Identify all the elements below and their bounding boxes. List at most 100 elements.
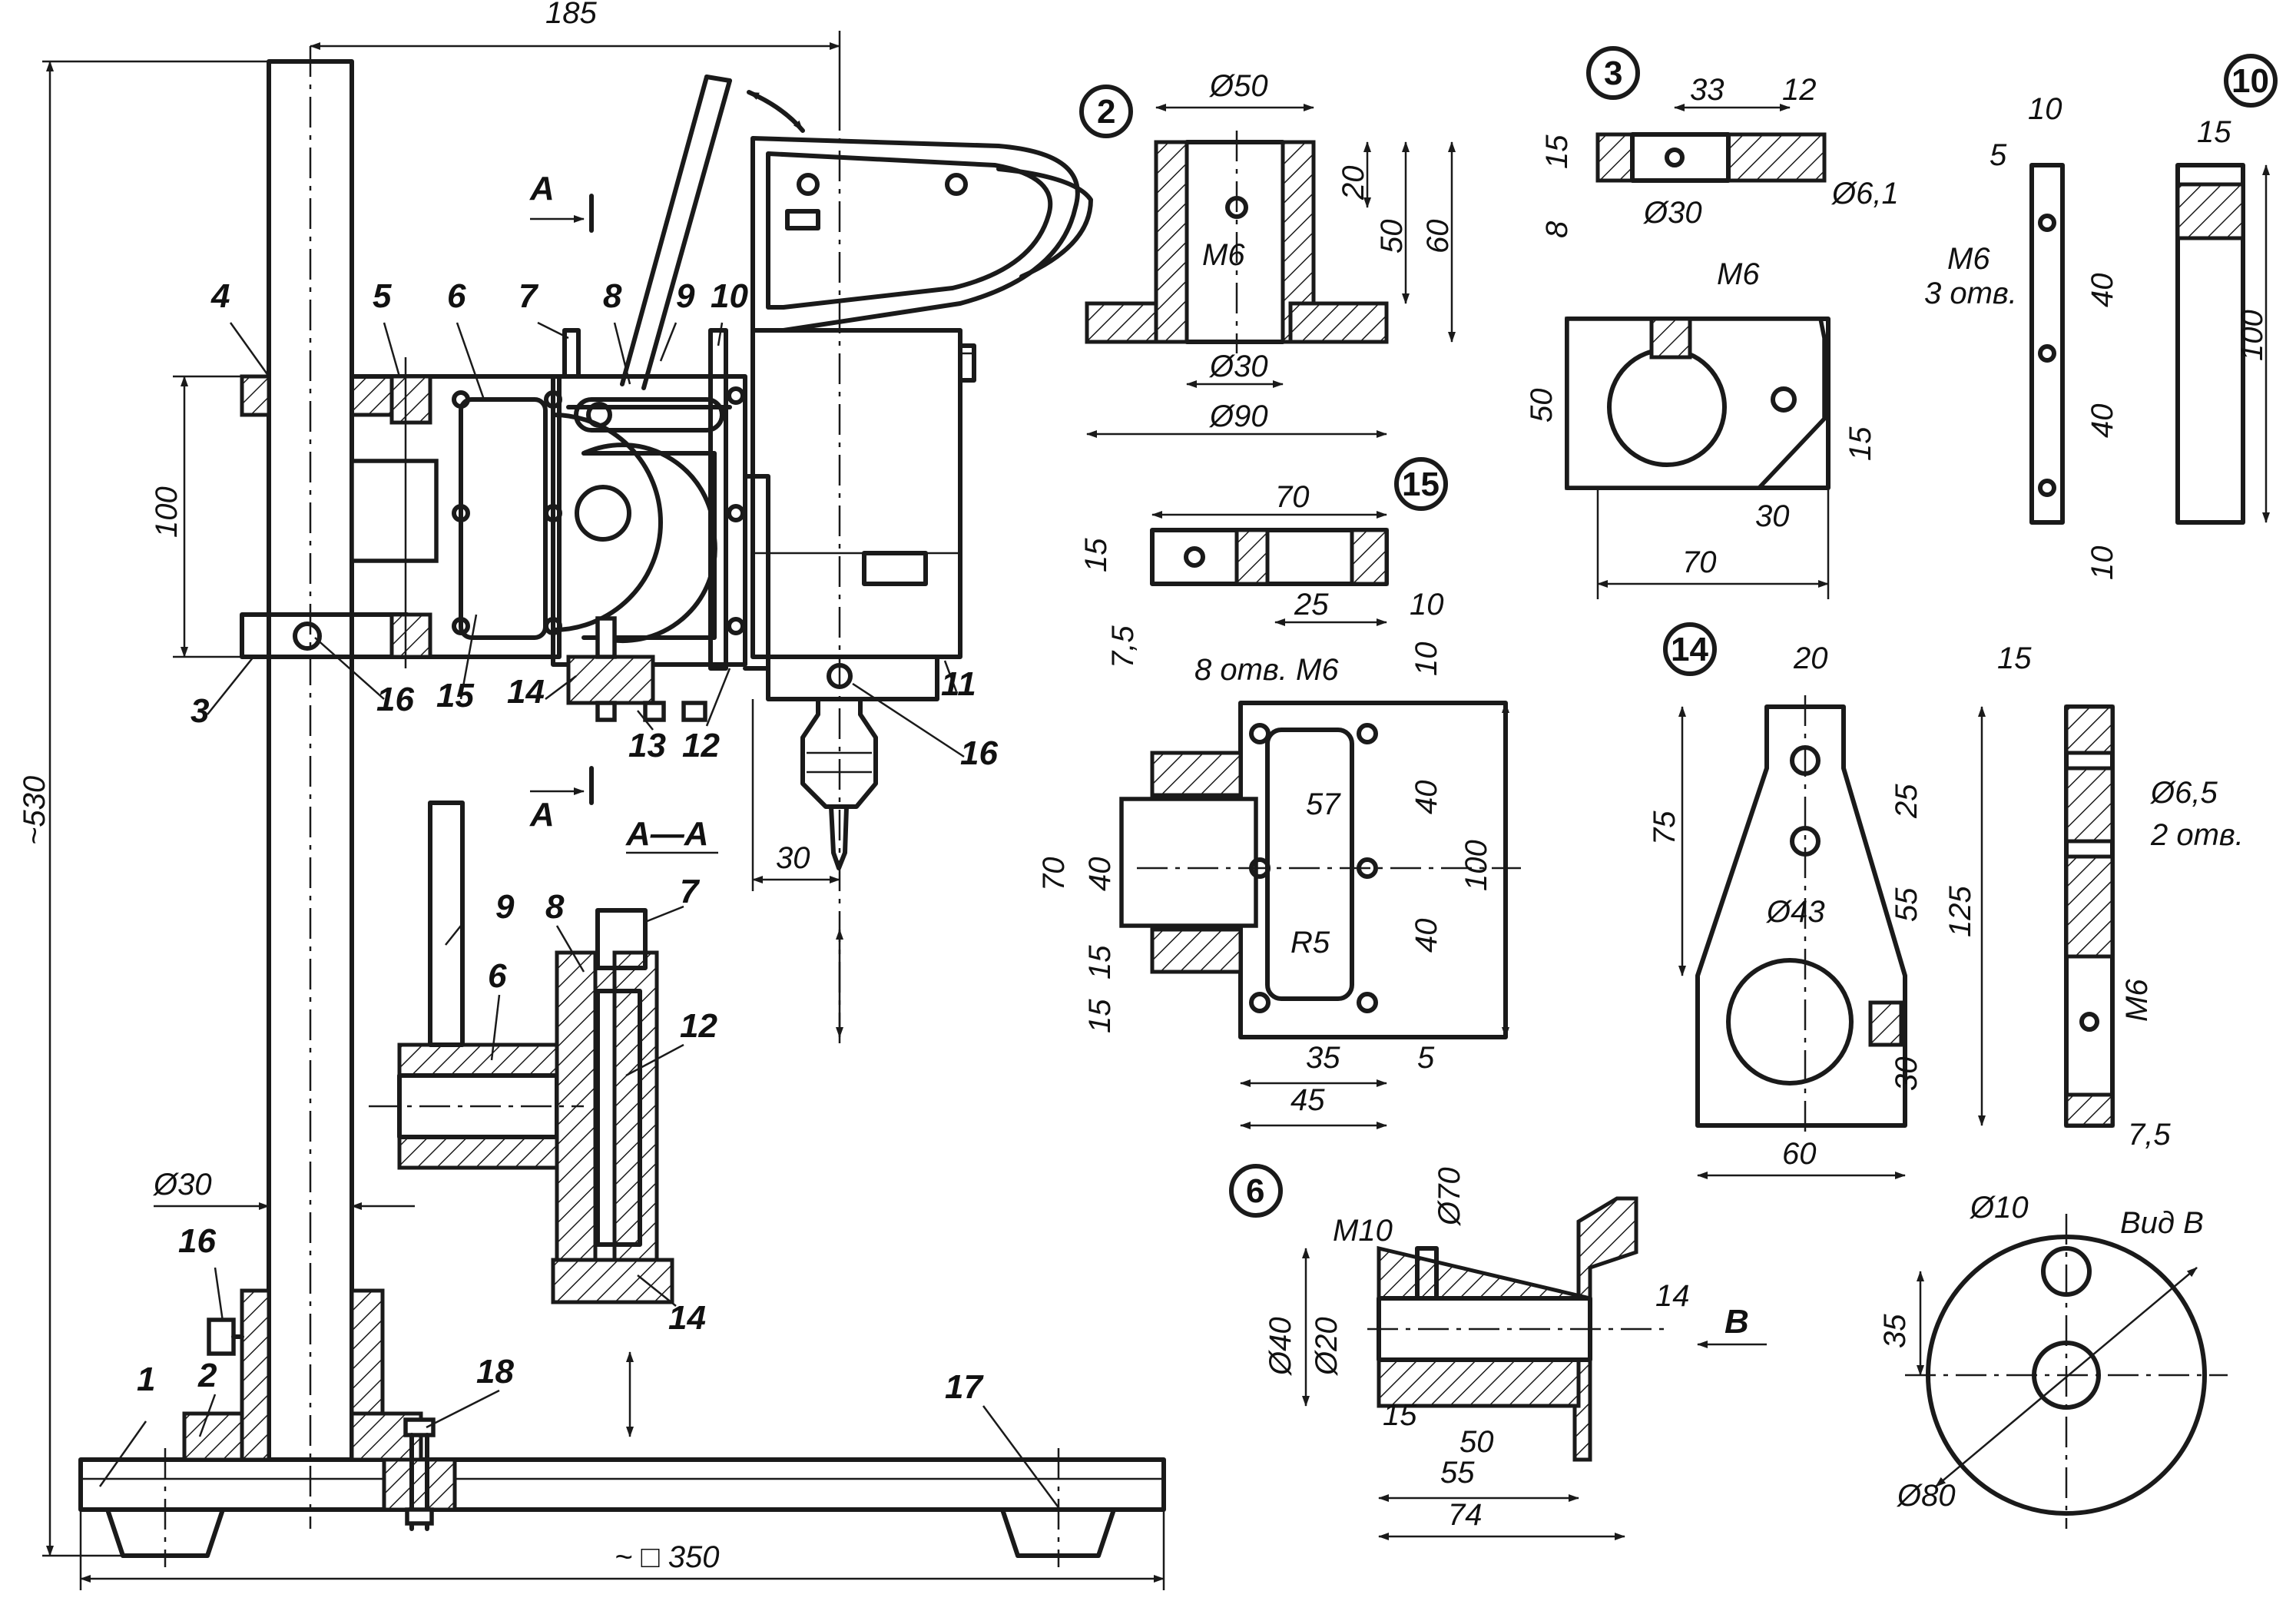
part10-d10: 10	[2028, 92, 2062, 126]
label-10: 10	[711, 277, 748, 315]
label-15: 15	[436, 677, 474, 714]
main-assembly-view: 1 2 3 4 5 6 7 8 9 10 11 12 13 14 15 16 1…	[18, 0, 1166, 1590]
label-4: 4	[210, 277, 230, 315]
part2-m6: M6	[1202, 238, 1245, 272]
label-13: 13	[628, 727, 666, 764]
part15-d25: 25	[1294, 588, 1329, 622]
part14-d20: 20	[1793, 641, 1828, 675]
part15-d5: 5	[1417, 1041, 1435, 1075]
dim-530: ~530	[18, 776, 51, 845]
part-3-view: 3 33 12 15 8 Ø30 Ø6,1 M6 50 15 30 70	[1525, 46, 1899, 599]
part3-d15b: 15	[1844, 426, 1877, 461]
part15-holes: 8 отв. M6	[1194, 653, 1339, 687]
part14-dia43: Ø43	[1765, 895, 1825, 929]
part14-d75: 75	[1648, 810, 1681, 845]
part2-dia50: Ø50	[1208, 69, 1268, 103]
part2-dia30: Ø30	[1208, 350, 1268, 383]
label-9: 9	[676, 277, 695, 315]
part-2-view: 2 Ø50 20 50 60 M6 Ø30 Ø90	[1079, 69, 1456, 438]
label-17: 17	[945, 1368, 984, 1406]
part14-d30: 30	[1890, 1057, 1923, 1092]
part-6-view: 6 M10 Ø70 14 B Ø40 Ø20 15 50 55 74	[1229, 1164, 1767, 1540]
dim-185: 185	[545, 0, 597, 30]
part15-d7_5: 7,5	[1106, 625, 1140, 668]
part2-dia90: Ø90	[1208, 399, 1268, 433]
part15-d15: 15	[1079, 538, 1113, 572]
part3-dia30: Ø30	[1642, 196, 1702, 230]
part14-d125: 125	[1943, 886, 1977, 937]
part15-d57: 57	[1306, 787, 1341, 821]
part2-d50: 50	[1375, 220, 1409, 254]
part10-d5: 5	[1990, 138, 2007, 172]
part6-dia40: Ø40	[1264, 1317, 1297, 1377]
part15-d15b: 15	[1083, 945, 1117, 979]
label-11: 11	[941, 665, 976, 703]
part6-dia20: Ø20	[1310, 1317, 1343, 1377]
part14-d7_5: 7,5	[2128, 1118, 2171, 1152]
part15-d40b: 40	[1410, 919, 1443, 953]
part6-d50: 50	[1459, 1425, 1494, 1459]
section-a-bottom: A	[529, 796, 555, 834]
part3-m6: M6	[1717, 257, 1760, 291]
part14-holes: 2 отв.	[2150, 818, 2244, 852]
view-b-dia10: Ø10	[1969, 1191, 2029, 1225]
part10-number: 10	[2231, 62, 2269, 100]
part6-d15: 15	[1383, 1398, 1417, 1432]
dim-30: 30	[776, 841, 810, 875]
part3-d33: 33	[1690, 73, 1724, 107]
label-1: 1	[137, 1361, 155, 1398]
dim-column-dia: Ø30	[152, 1168, 212, 1202]
label-8: 8	[603, 277, 622, 315]
part3-d50: 50	[1525, 389, 1559, 423]
part3-d15: 15	[1540, 134, 1574, 169]
part15-d10: 10	[1410, 588, 1444, 622]
part3-dia61: Ø6,1	[1831, 177, 1899, 210]
part14-d60: 60	[1782, 1137, 1817, 1171]
part15-d40a: 40	[1410, 781, 1443, 815]
view-b-d35: 35	[1878, 1314, 1912, 1348]
view-b: Вид B Ø10 35 Ø80	[1878, 1191, 2228, 1529]
drill-chuck	[800, 697, 878, 809]
aa-label-9: 9	[495, 888, 515, 926]
part10-m6: M6	[1947, 242, 1990, 276]
dim-100: 100	[150, 486, 184, 538]
part10-d40a: 40	[2086, 273, 2119, 308]
label-5: 5	[373, 277, 392, 315]
part15-d70b: 70	[1037, 857, 1071, 892]
section-a-top: A	[529, 170, 555, 207]
label-16c: 16	[178, 1222, 216, 1260]
part6-d55: 55	[1440, 1456, 1475, 1490]
label-6: 6	[447, 277, 466, 315]
part15-d70: 70	[1275, 480, 1310, 514]
aa-label-8: 8	[545, 888, 565, 926]
part2-number: 2	[1097, 93, 1115, 131]
part-15-view: 15 70 15 7,5 25 10 8 отв. M6 10 57 40 40…	[1037, 457, 1521, 1129]
part15-number: 15	[1402, 466, 1440, 503]
part15-r5: R5	[1290, 926, 1330, 960]
part15-d15c: 15	[1083, 999, 1117, 1033]
part15-d100: 100	[1459, 840, 1493, 891]
view-b-dia80: Ø80	[1896, 1479, 1956, 1513]
view-b-title: Вид B	[2120, 1206, 2204, 1240]
part10-holes: 3 отв.	[1924, 277, 2017, 310]
base-plate	[78, 1457, 1166, 1512]
part15-d40c: 40	[1083, 857, 1117, 892]
part14-d15: 15	[1997, 641, 2032, 675]
aa-label-7: 7	[680, 873, 701, 910]
label-16a: 16	[376, 681, 414, 718]
label-18: 18	[476, 1353, 514, 1391]
section-aa-title: A—A	[625, 815, 709, 853]
part6-number: 6	[1246, 1172, 1264, 1210]
part14-d25: 25	[1890, 784, 1923, 819]
label-14: 14	[507, 673, 545, 711]
part10-d15: 15	[2197, 115, 2231, 149]
part2-d60: 60	[1421, 220, 1455, 254]
label-12: 12	[682, 727, 720, 764]
part14-dia6_5: Ø6,5	[2149, 776, 2218, 810]
label-7: 7	[519, 277, 539, 315]
drill-body	[750, 328, 962, 659]
part6-dia70: Ø70	[1433, 1167, 1466, 1227]
part3-d12: 12	[1782, 73, 1817, 107]
part10-d100: 100	[2235, 310, 2269, 361]
